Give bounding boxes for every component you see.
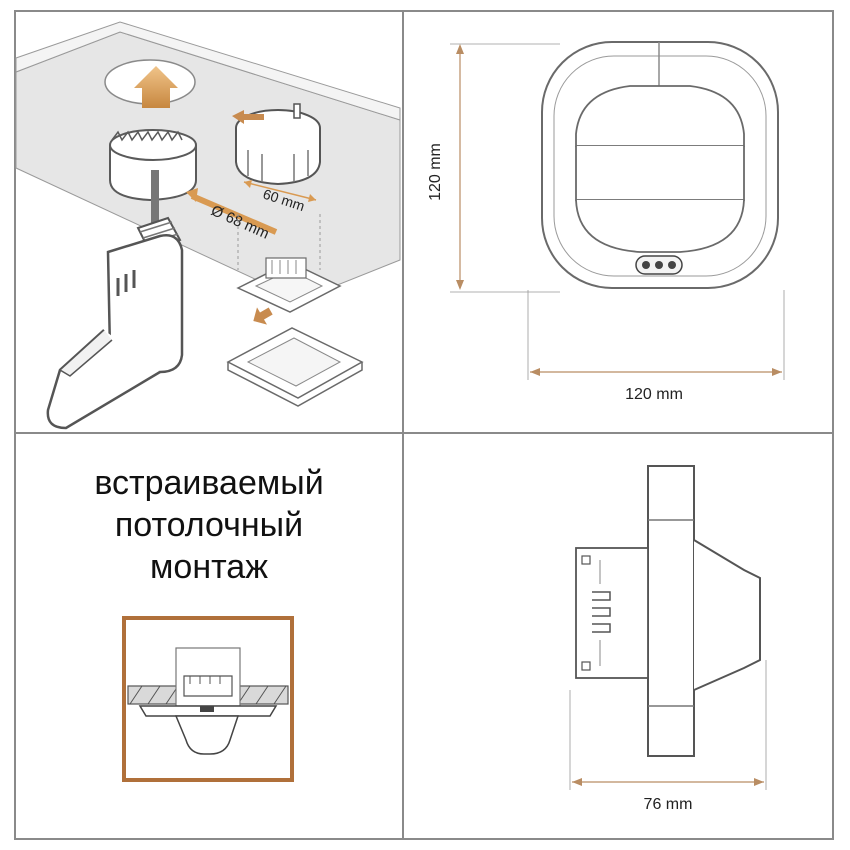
mounting-type-caption: встраиваемый потолочный монтаж <box>14 462 404 588</box>
side-depth-label: 76 mm <box>644 796 693 813</box>
mounting-cross-section <box>127 647 289 755</box>
up-right-arrow-icon <box>253 307 273 325</box>
caption-line-2: потолочный <box>114 506 304 544</box>
side-depth-dimension <box>569 660 767 790</box>
mounting-frame <box>236 257 342 313</box>
flush-mount-box <box>235 103 321 186</box>
ceiling-slab-edge <box>15 21 401 121</box>
mounting-type-panel <box>14 432 404 840</box>
up-arrow-icon <box>134 66 178 108</box>
front-width-dimension <box>527 290 785 380</box>
caption-line-1: встраиваемый <box>94 464 324 502</box>
front-height-dimension <box>450 43 560 293</box>
caption-line-3: монтаж <box>150 548 268 586</box>
mounting-section-frame <box>122 616 294 782</box>
hole-diameter-dimension <box>186 188 278 235</box>
drill-icon <box>46 216 184 430</box>
front-view-drawing <box>541 41 779 289</box>
hole-saw <box>109 129 197 230</box>
front-height-label: 120 mm <box>427 143 444 201</box>
front-width-label: 120 mm <box>625 386 683 403</box>
side-view-drawing <box>575 465 761 757</box>
left-arrow-icon <box>232 110 264 124</box>
box-depth-dimension <box>243 180 317 202</box>
sensor-cover <box>226 327 364 407</box>
ceiling-slab <box>15 31 401 301</box>
